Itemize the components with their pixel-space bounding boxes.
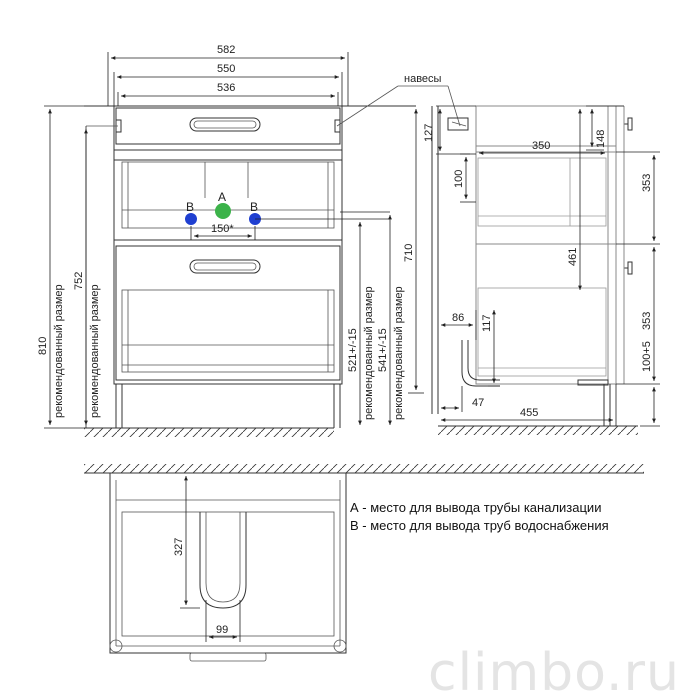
front-view: А В В 150* bbox=[84, 105, 416, 437]
front-floor-hatch bbox=[84, 428, 334, 437]
bottom-drawer-handle bbox=[189, 259, 261, 274]
side-upper-drawer bbox=[477, 157, 607, 227]
dim-47-label: 47 bbox=[472, 397, 484, 409]
top-drawer-handle bbox=[189, 117, 261, 132]
dim-350-label: 350 bbox=[532, 140, 550, 152]
plan-wall-hatch bbox=[84, 464, 644, 473]
dim-150-label: 150* bbox=[211, 223, 234, 235]
dim-550-label: 550 bbox=[217, 63, 235, 75]
side-dimensions: 127 100 350 148 461 353 353 100+5 86 bbox=[423, 105, 660, 427]
dim-148-label: 148 bbox=[595, 130, 607, 148]
hinge-right bbox=[334, 119, 341, 133]
front-cabinet-outline bbox=[113, 105, 343, 385]
recommended-label-2: рекомендованный размер bbox=[89, 284, 101, 418]
dim-810-label: 810 bbox=[37, 337, 49, 355]
awnings-label: навесы bbox=[404, 73, 442, 85]
dim-752-label: 752 bbox=[73, 272, 85, 290]
side-hanger bbox=[447, 117, 469, 131]
sewer-pipe-point bbox=[215, 203, 231, 219]
front-top-dimensions: 582 550 536 bbox=[107, 44, 349, 106]
dim-353-top-label: 353 bbox=[641, 174, 653, 192]
side-floor-hatch bbox=[438, 426, 638, 435]
dim-521-label: 521+/-15 bbox=[347, 328, 359, 372]
recommended-label-4: рекомендованный размер bbox=[393, 286, 405, 420]
side-cabinet bbox=[475, 105, 617, 385]
front-right-dimensions: 521+/-15 рекомендованный размер 541+/-15… bbox=[255, 109, 424, 425]
top-drawer-front bbox=[115, 107, 341, 145]
plan-drawer bbox=[121, 511, 335, 637]
side-view bbox=[431, 105, 638, 435]
front-left-dimensions: 810 рекомендованный размер 752 рекомендо… bbox=[37, 105, 101, 429]
water-pipe-point-left bbox=[185, 213, 197, 225]
dim-455-label: 455 bbox=[520, 407, 538, 419]
bottom-drawer-front bbox=[115, 245, 341, 381]
legend-water: В - место для вывода труб водоснабжения bbox=[350, 518, 609, 533]
dim-536-label: 536 bbox=[217, 82, 235, 94]
recommended-label-3: рекомендованный размер bbox=[363, 286, 375, 420]
dim-353-bottom-label: 353 bbox=[641, 312, 653, 330]
upper-compartment bbox=[121, 161, 335, 229]
side-lower-drawer bbox=[477, 287, 607, 377]
plan-handle bbox=[189, 652, 267, 662]
recommended-label-1: рекомендованный размер bbox=[53, 284, 65, 418]
side-handle-top bbox=[627, 117, 633, 131]
dim-710-label: 710 bbox=[403, 244, 415, 262]
dim-461-label: 461 bbox=[567, 248, 579, 266]
dim-117-label: 117 bbox=[481, 314, 493, 332]
dim-100-5-label: 100+5 bbox=[641, 341, 653, 372]
dim-86-label: 86 bbox=[452, 312, 464, 324]
dim-127-label: 127 bbox=[423, 124, 435, 142]
point-b-label-right: В bbox=[250, 200, 258, 214]
dim-541-label: 541+/-15 bbox=[377, 328, 389, 372]
lower-compartment bbox=[121, 289, 335, 373]
dim-327-label: 327 bbox=[173, 538, 185, 556]
dim-100-label: 100 bbox=[453, 170, 465, 188]
side-handle-bottom bbox=[627, 261, 633, 275]
side-siphon bbox=[461, 340, 500, 387]
point-b-label-left: В bbox=[186, 200, 194, 214]
awnings-callout: навесы bbox=[86, 73, 461, 127]
watermark-text: climbo.ru bbox=[428, 643, 680, 700]
point-a-label: А bbox=[218, 190, 226, 204]
plan-view: 327 99 bbox=[84, 464, 644, 662]
dim-99-label: 99 bbox=[216, 624, 228, 636]
legend-sewer: А - место для вывода трубы канализации bbox=[350, 500, 601, 515]
plan-cutout bbox=[199, 512, 247, 609]
dim-582-label: 582 bbox=[217, 44, 235, 56]
